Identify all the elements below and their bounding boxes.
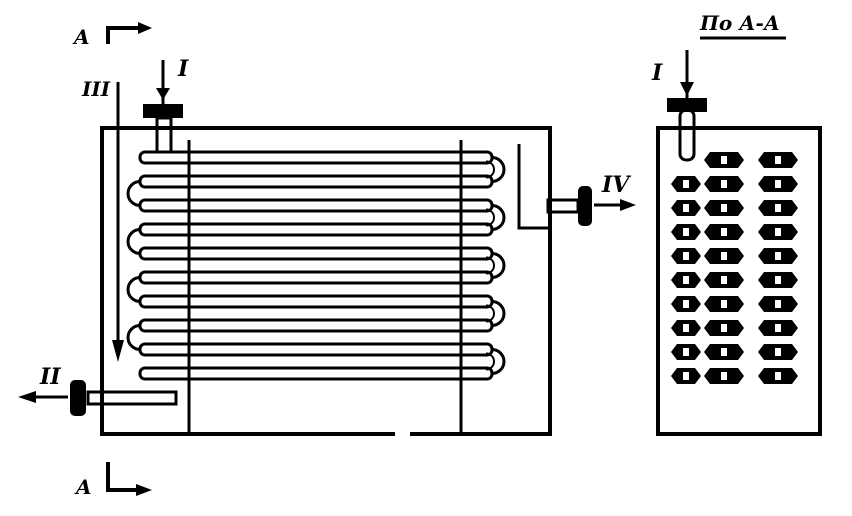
- tube-bore: [775, 228, 781, 236]
- tube: [138, 174, 494, 189]
- u-bend-inner: [485, 352, 495, 371]
- section-shell-outline: [656, 126, 822, 436]
- tube-bore: [775, 300, 781, 308]
- tube-bore: [721, 324, 727, 332]
- tube-bore: [683, 348, 689, 356]
- u-bend-inner: [485, 256, 495, 275]
- tube: [138, 198, 494, 213]
- tube-bore: [775, 348, 781, 356]
- tube-bore: [683, 228, 689, 236]
- tube-bore: [775, 276, 781, 284]
- tube-bore: [721, 204, 727, 212]
- shell-outline: [100, 126, 552, 436]
- tube: [138, 150, 494, 165]
- tube-bore: [775, 156, 781, 164]
- left-bend: [126, 276, 141, 303]
- tube-bore: [775, 324, 781, 332]
- u-bend-inner: [485, 304, 495, 323]
- stream-label-outlet-bottom: II: [39, 364, 61, 390]
- u-bend: [491, 156, 506, 183]
- u-bend: [491, 204, 506, 231]
- tube-bore: [721, 276, 727, 284]
- shell-flow-arrow: [112, 82, 124, 362]
- tube-bundle: [126, 150, 506, 381]
- section-letter-top: A: [72, 25, 90, 49]
- tube-bore: [683, 300, 689, 308]
- tube-section-grid: [671, 152, 798, 384]
- u-bend: [491, 252, 506, 279]
- u-bend: [491, 300, 506, 327]
- stream-label-outlet-side: IV: [601, 172, 631, 198]
- tube-bore: [721, 252, 727, 260]
- u-bend-inner: [485, 160, 495, 179]
- tube-bore: [683, 372, 689, 380]
- stream-label-inlet-main: I: [177, 56, 189, 82]
- tube: [138, 342, 494, 357]
- u-bend-inner: [485, 208, 495, 227]
- tube: [138, 294, 494, 309]
- tube-bore: [775, 180, 781, 188]
- tube-bore: [721, 348, 727, 356]
- tube-bore: [683, 324, 689, 332]
- u-bend: [491, 348, 506, 375]
- tube: [138, 246, 494, 261]
- section-inlet-nozzle: [667, 50, 707, 162]
- tube-bore: [683, 276, 689, 284]
- left-bend: [126, 324, 141, 351]
- tube-bore: [775, 252, 781, 260]
- tube-bore: [683, 180, 689, 188]
- stream-label-shell-flow: III: [81, 77, 111, 101]
- tube: [138, 318, 494, 333]
- tube-bore: [683, 252, 689, 260]
- tube-bore: [775, 372, 781, 380]
- section-marker-top: [106, 22, 152, 44]
- tube-bore: [721, 372, 727, 380]
- section-view: По А-А I: [651, 11, 822, 436]
- tube: [138, 222, 494, 237]
- tube: [138, 366, 494, 381]
- front-view: I A A III II: [18, 22, 636, 499]
- stream-label-inlet-section: I: [651, 60, 663, 86]
- section-marker-bottom: [106, 462, 152, 496]
- tube-bore: [683, 204, 689, 212]
- outlet-nozzle-bottom: [18, 380, 178, 416]
- tube-bore: [775, 204, 781, 212]
- left-bend: [126, 180, 141, 207]
- tube: [138, 270, 494, 285]
- section-letter-bottom: A: [74, 475, 92, 499]
- section-title: По А-А: [699, 11, 780, 35]
- outlet-nozzle-side: [517, 144, 636, 230]
- left-bend: [126, 228, 141, 255]
- tube-bore: [721, 156, 727, 164]
- tube-bore: [721, 300, 727, 308]
- inlet-nozzle-top: [143, 60, 183, 154]
- tube-bore: [721, 180, 727, 188]
- tube-bore: [721, 228, 727, 236]
